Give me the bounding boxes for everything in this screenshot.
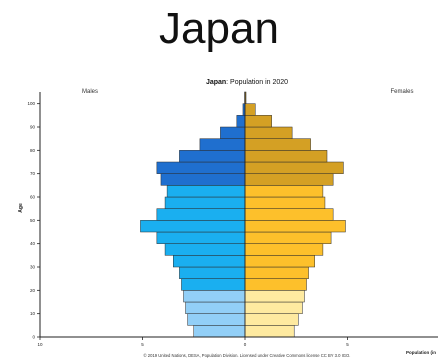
male-bar-55	[164, 196, 246, 209]
female-bar-80	[244, 138, 311, 151]
male-bar-45	[140, 220, 246, 233]
y-tick-label-40: 40	[30, 241, 36, 246]
y-tick-label-10: 10	[30, 311, 36, 316]
males-label: Males	[82, 89, 98, 95]
y-tick-label-20: 20	[30, 288, 36, 293]
y-tick-label-60: 60	[30, 195, 36, 200]
female-bar-35	[244, 243, 324, 256]
male-bar-85	[220, 126, 246, 139]
bars-group	[140, 91, 346, 338]
male-bar-5	[187, 313, 246, 326]
female-bar-45	[244, 220, 346, 233]
female-bar-30	[244, 255, 315, 268]
chart-title-country: Japan	[206, 79, 226, 86]
male-bar-15	[183, 290, 246, 303]
male-bar-0	[193, 325, 246, 338]
female-bar-10	[244, 301, 303, 314]
female-bar-75	[244, 150, 328, 163]
x-axis-label: Population (in	[406, 350, 436, 355]
female-bar-15	[244, 290, 305, 303]
female-bar-85	[244, 126, 293, 139]
chart-title: Japan: Population in 2020	[206, 79, 288, 86]
female-bar-25	[244, 266, 309, 279]
male-bar-10	[185, 301, 246, 314]
male-bar-75	[179, 150, 246, 163]
y-axis-label: Age	[18, 203, 24, 213]
females-label: Females	[390, 89, 413, 95]
y-tick-label-0: 0	[32, 335, 35, 340]
x-tick-label-3: 5	[346, 342, 349, 347]
male-bar-50	[156, 208, 246, 221]
male-bar-80	[199, 138, 246, 151]
y-tick-label-50: 50	[30, 218, 36, 223]
chart-title-rest: : Population in 2020	[226, 79, 288, 86]
female-bar-40	[244, 231, 332, 244]
y-tick-label-100: 100	[27, 101, 35, 106]
y-tick-label-90: 90	[30, 125, 36, 130]
male-bar-70	[156, 161, 246, 174]
male-bar-90	[236, 115, 246, 128]
source-note: © 2019 United Nations, DESA, Population …	[144, 353, 351, 358]
female-bar-65	[244, 173, 334, 186]
x-tick-label-0: 10	[37, 342, 43, 347]
male-bar-20	[181, 278, 246, 291]
y-tick-label-30: 30	[30, 265, 36, 270]
female-bar-90	[244, 115, 272, 128]
female-bar-50	[244, 208, 334, 221]
female-bar-55	[244, 196, 326, 209]
female-bar-60	[244, 185, 324, 198]
female-bar-5	[244, 313, 299, 326]
male-bar-35	[164, 243, 246, 256]
page-heading: Japan	[159, 4, 279, 53]
y-tick-label-70: 70	[30, 171, 36, 176]
x-tick-label-1: 5	[141, 342, 144, 347]
female-bar-70	[244, 161, 344, 174]
x-ticks-group: 10 5 0 5	[37, 337, 349, 347]
female-bar-95	[244, 103, 256, 116]
male-bar-60	[166, 185, 246, 198]
male-bar-65	[160, 173, 246, 186]
male-bar-25	[179, 266, 246, 279]
y-ticks-group: 0 10 20 30 40 50 60 70 80 90 100	[27, 101, 40, 340]
male-bar-30	[173, 255, 246, 268]
male-bar-40	[156, 231, 246, 244]
y-tick-label-80: 80	[30, 148, 36, 153]
x-tick-label-2: 0	[244, 342, 247, 347]
female-bar-0	[244, 325, 295, 338]
female-bar-20	[244, 278, 307, 291]
